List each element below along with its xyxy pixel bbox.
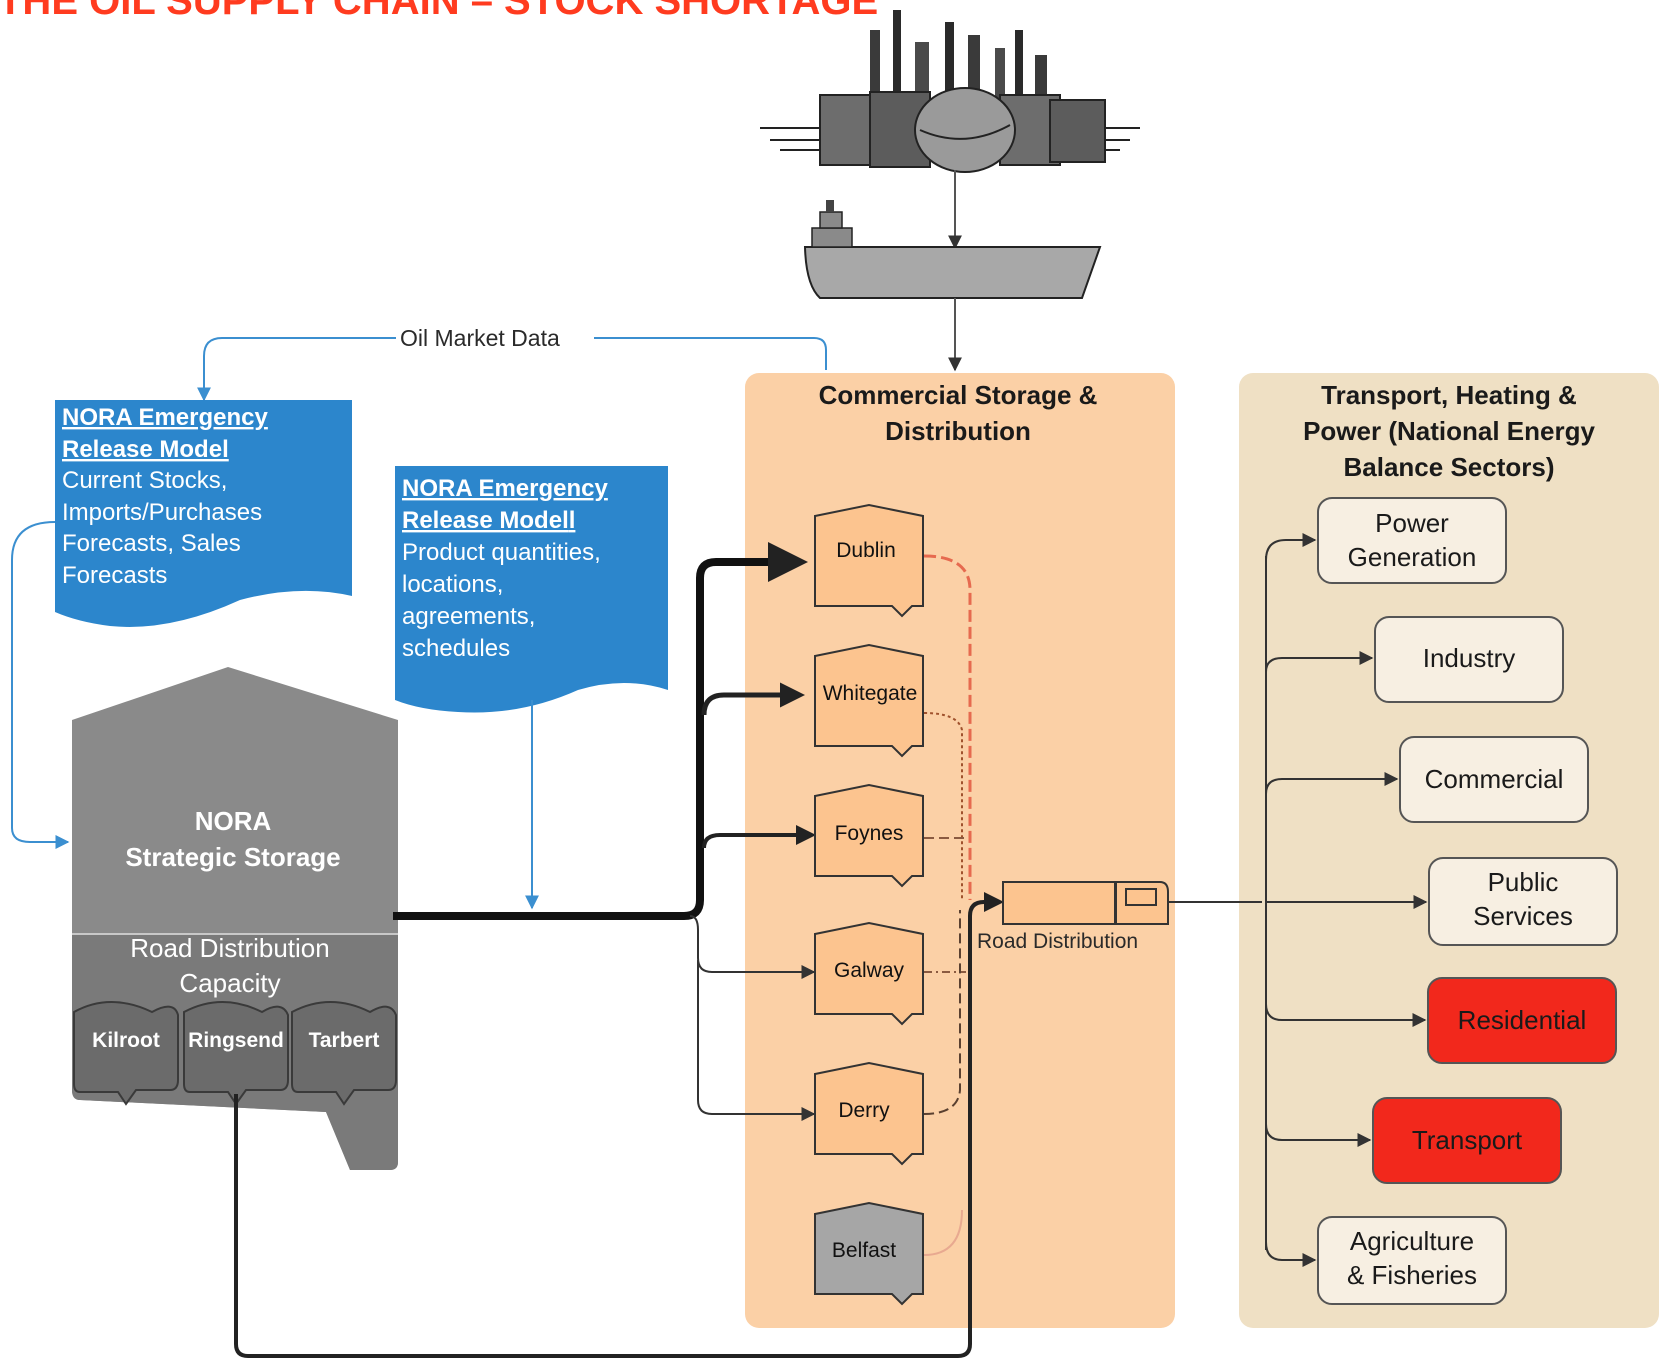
nora-site-ringsend: Ringsend — [183, 1001, 289, 1106]
nora-title-line2: Strategic Storage — [125, 842, 340, 872]
doc1-heading-line1: NORA Emergency — [62, 404, 268, 431]
sector-label-public-line2: Services — [1473, 901, 1573, 931]
depot-label-foynes: Foynes — [835, 822, 904, 845]
belfast-to-road-connector — [923, 1209, 963, 1256]
depot-belfast: Belfast — [814, 1201, 924, 1306]
nora-model-document-1 — [55, 400, 352, 627]
branch-commercial — [1265, 772, 1399, 795]
site-label-tarbert: Tarbert — [309, 1029, 380, 1052]
sector-label-power-line1: Power — [1375, 508, 1449, 538]
depot-label-belfast: Belfast — [832, 1239, 896, 1262]
oil-market-data-label: Oil Market Data — [400, 325, 560, 351]
sector-label-agriculture-line1: Agriculture — [1350, 1226, 1474, 1256]
doc1-line-4: Forecasts — [62, 562, 167, 589]
depot-label-whitegate: Whitegate — [823, 682, 918, 705]
sector-commercial: Commercial — [1399, 736, 1589, 823]
doc1-line-1: Current Stocks, — [62, 467, 227, 494]
sector-label-public-line1: Public — [1488, 867, 1559, 897]
doc2-heading-line2: Release Modell — [402, 507, 575, 534]
nora-to-galway-flow — [689, 915, 816, 979]
nora-road-capacity-line1: Road Distribution — [130, 933, 329, 963]
doc2-line-2: locations, — [402, 571, 503, 598]
sector-label-residential: Residential — [1458, 1005, 1587, 1035]
depot-label-galway: Galway — [834, 959, 905, 982]
nora-site-tarbert: Tarbert — [291, 1001, 397, 1106]
nora-to-whitegate-flow — [701, 682, 805, 716]
depot-galway: Galway — [814, 921, 924, 1026]
sector-label-agriculture-line2: & Fisheries — [1347, 1260, 1477, 1290]
sector-label-power-line2: Generation — [1348, 542, 1477, 572]
branch-industry — [1265, 651, 1374, 673]
depot-dublin: Dublin — [814, 503, 924, 618]
sector-residential: Residential — [1427, 977, 1617, 1064]
derry-to-road-connector — [923, 910, 961, 1115]
whitegate-to-road-connector — [923, 712, 963, 900]
nora-to-foynes-flow — [702, 825, 816, 849]
site-label-kilroot: Kilroot — [92, 1029, 160, 1052]
branch-residential — [1265, 1003, 1427, 1027]
branch-agriculture — [1265, 1241, 1317, 1267]
commercial-heading-line1: Commercial Storage & — [819, 380, 1098, 410]
depot-foynes: Foynes — [814, 783, 924, 888]
diagram-title: THE OIL SUPPLY CHAIN – STOCK SHORTAGE — [0, 0, 878, 23]
sector-transport: Transport — [1372, 1097, 1562, 1184]
nora-title-line1: NORA — [195, 806, 272, 836]
doc2-line-4: schedules — [402, 635, 510, 662]
site-label-ringsend: Ringsend — [188, 1029, 284, 1052]
depot-label-dublin: Dublin — [836, 539, 896, 562]
doc1-line-2: Imports/Purchases — [62, 499, 262, 526]
sectors-panel — [1239, 373, 1659, 1328]
doc1-heading-line2: Release Model — [62, 436, 229, 463]
doc2-heading-line1: NORA Emergency — [402, 475, 608, 502]
commercial-heading-line2: Distribution — [885, 416, 1031, 446]
sector-public-services: Public Services — [1428, 857, 1618, 946]
sector-label-transport: Transport — [1412, 1125, 1523, 1155]
doc1-line-3: Forecasts, Sales — [62, 530, 241, 557]
nora-road-capacity-line2: Capacity — [179, 968, 280, 998]
nora-model-document-2 — [395, 466, 668, 713]
sector-label-commercial: Commercial — [1425, 764, 1564, 794]
sector-agriculture-fisheries: Agriculture & Fisheries — [1317, 1216, 1507, 1305]
sectors-heading-line1: Transport, Heating & — [1321, 380, 1577, 410]
ringsend-road-loop — [234, 892, 1004, 1358]
sector-industry: Industry — [1374, 616, 1564, 703]
sector-power-generation: Power Generation — [1317, 497, 1507, 584]
tanker-ship-icon — [803, 200, 1102, 299]
commercial-storage-panel — [745, 373, 1175, 1328]
nora-to-derry-flow — [697, 960, 816, 1121]
dublin-to-road-connector — [923, 554, 972, 900]
branch-transport — [1265, 1123, 1372, 1147]
depot-label-derry: Derry — [838, 1099, 890, 1122]
road-distribution-label: Road Distribution — [977, 930, 1138, 953]
branch-power-generation — [1265, 533, 1317, 561]
doc1-to-nora-connector — [11, 521, 70, 849]
refinery-icon — [760, 10, 1140, 173]
nora-site-kilroot: Kilroot — [73, 1001, 179, 1106]
road-distribution-truck-icon — [1002, 881, 1169, 925]
depot-derry: Derry — [814, 1061, 924, 1166]
sectors-heading-line3: Balance Sectors) — [1344, 452, 1555, 482]
doc2-line-1: Product quantities, — [402, 539, 601, 566]
sectors-heading-line2: Power (National Energy — [1303, 416, 1595, 446]
sector-label-industry: Industry — [1423, 643, 1516, 673]
depot-whitegate: Whitegate — [814, 643, 924, 758]
doc2-line-3: agreements, — [402, 603, 535, 630]
